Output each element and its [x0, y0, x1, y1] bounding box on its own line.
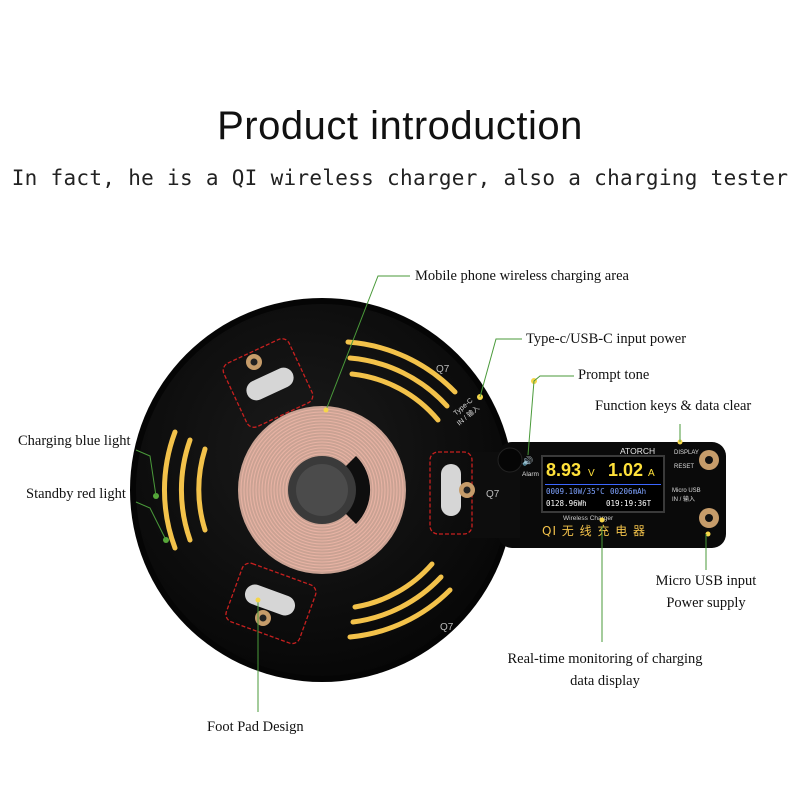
- charging-coil: [238, 406, 406, 574]
- svg-text:DISPLAY: DISPLAY: [674, 450, 699, 456]
- micro-usb-port: Micro USB IN / 输入: [672, 488, 719, 537]
- speaker-icon: 🔊: [522, 455, 533, 467]
- callout-foot-pad: Foot Pad Design: [207, 719, 304, 735]
- voltage-unit: V: [588, 468, 595, 479]
- callout-monitor-2: data display: [570, 673, 640, 689]
- callout-micro-usb-2: Power supply: [666, 595, 746, 611]
- energy-readout: 0128.96Wh: [546, 499, 587, 508]
- coil-ring: [246, 414, 398, 566]
- coil-ring: [252, 420, 392, 560]
- svg-text:IN / 输入: IN / 输入: [672, 495, 695, 503]
- page-title: Product introduction: [217, 104, 583, 148]
- coil-ring: [240, 408, 404, 572]
- foot-pad-bottom: [225, 562, 317, 645]
- svg-text:RESET: RESET: [674, 464, 694, 470]
- product-name-silk: QI 无 线 充 电 器: [542, 523, 646, 538]
- callout-red-light: Standby red light: [26, 486, 126, 502]
- coil-ring: [243, 411, 401, 569]
- coil-ring: [264, 432, 380, 548]
- coil-ring: [255, 423, 389, 557]
- leader-red-light: [135, 501, 167, 541]
- brand-silk: ATORCH: [620, 446, 655, 456]
- time-readout: 019:19:36T: [606, 499, 652, 508]
- coil-ring: [270, 438, 374, 542]
- lcd-display: ATORCH 8.93 V 1.02 A 0009.10W/35°C 00206…: [541, 446, 665, 538]
- q7-label-right: Q7: [486, 489, 500, 500]
- q7-label-bottom: Q7: [440, 622, 454, 633]
- foot-pad-top: [222, 338, 314, 428]
- voltage-readout: 8.93: [546, 460, 581, 480]
- callout-blue-light: Charging blue light: [18, 433, 131, 449]
- coil-ring: [267, 435, 377, 545]
- q7-label-top: Q7: [436, 364, 450, 375]
- capacity-readout: 00206mAh: [610, 487, 646, 496]
- alarm-speaker: 🔊 Alarm: [497, 378, 539, 478]
- current-unit: A: [648, 468, 655, 479]
- leader-prompt-tone: [527, 375, 574, 456]
- display-reset-button: DISPLAY RESET: [674, 439, 719, 470]
- gold-arcs: [161, 339, 458, 640]
- coil-ring: [261, 429, 383, 551]
- screen-caption: Wireless Charger: [563, 515, 614, 522]
- callout-function-keys: Function keys & data clear: [595, 398, 752, 414]
- callout-monitor-1: Real-time monitoring of charging: [507, 651, 703, 667]
- leader-type-c: [479, 338, 522, 398]
- foot-pad-right: [429, 451, 475, 535]
- coil-ring: [258, 426, 386, 554]
- leader-blue-light: [135, 449, 157, 497]
- current-readout: 1.02: [608, 460, 643, 480]
- coil-ring: [249, 417, 395, 563]
- page-subtitle: In fact, he is a QI wireless charger, al…: [11, 166, 789, 190]
- callout-micro-usb-1: Micro USB input: [655, 573, 757, 589]
- svg-text:Micro USB: Micro USB: [672, 488, 701, 494]
- leader-charging-area: [325, 275, 410, 411]
- callout-type-c: Type-c/USB-C input power: [526, 331, 687, 347]
- callout-leaders: [135, 275, 707, 712]
- callout-prompt-tone: Prompt tone: [578, 367, 650, 383]
- callout-charging-area: Mobile phone wireless charging area: [415, 268, 629, 284]
- power-temp-readout: 0009.10W/35°C: [546, 487, 605, 496]
- svg-text:Alarm: Alarm: [522, 471, 539, 478]
